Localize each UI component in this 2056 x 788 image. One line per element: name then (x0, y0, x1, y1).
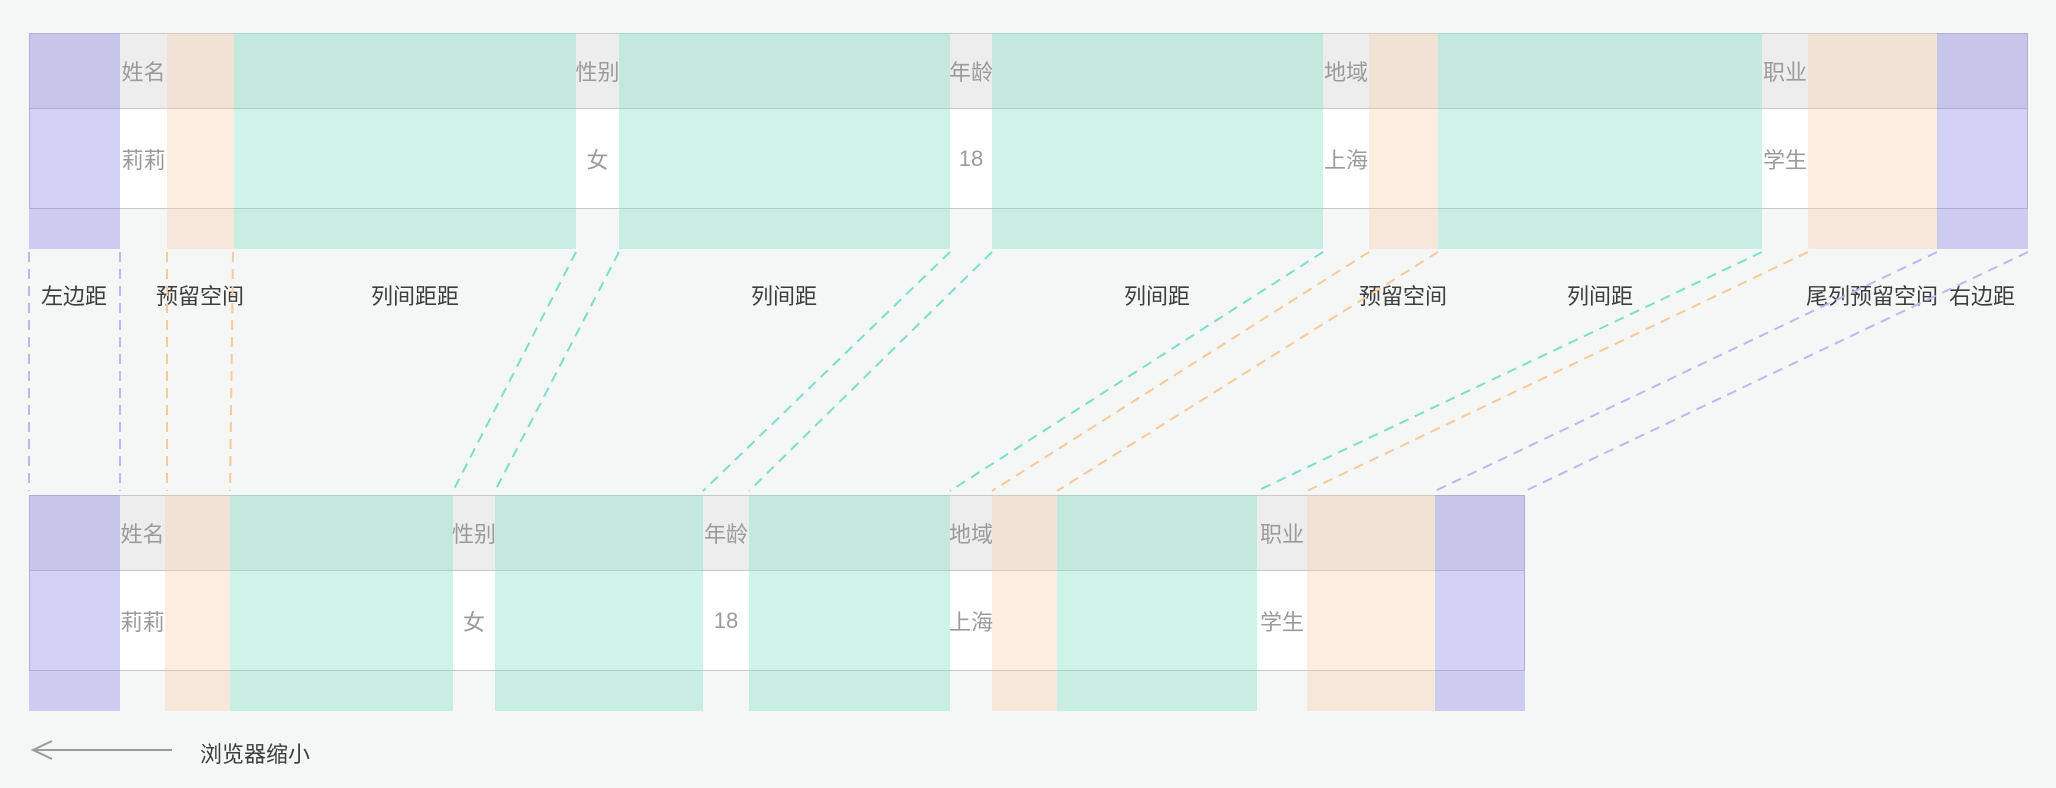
band-column-gap (1057, 495, 1257, 711)
body-cell: 女 (586, 147, 609, 173)
body-cell: 女 (462, 609, 485, 635)
body-cell: 18 (958, 145, 984, 171)
band-column-gap (230, 495, 453, 711)
legend-reserved-space: 预留空间 (1358, 284, 1447, 309)
band-column-gap (992, 33, 1323, 249)
band-tail-reserved-space (1808, 33, 1937, 249)
header-cell: 性别 (575, 59, 620, 85)
header-cell: 年龄 (703, 521, 748, 547)
body-cell: 上海 (949, 609, 994, 635)
header-cell: 年龄 (949, 59, 994, 85)
header-cell: 性别 (452, 521, 497, 547)
band-tail-reserved-space (1307, 495, 1435, 711)
band-right-margin (1435, 495, 1525, 711)
band-column-gap (1438, 33, 1762, 249)
legend-left-margin: 左边距 (40, 284, 107, 309)
band-left-margin (29, 33, 120, 249)
band-reserved-space (165, 495, 230, 711)
legend-column-gap: 列间距 (750, 284, 817, 309)
legend-reserved-space: 预留空间 (155, 284, 244, 309)
header-cell: 地域 (1323, 59, 1368, 85)
band-column-gap (495, 495, 703, 711)
table-wide-header-row (30, 34, 2027, 109)
body-cell: 学生 (1762, 147, 1807, 173)
header-cell: 姓名 (120, 521, 165, 547)
legend-column-gap: 列间距 (1566, 284, 1633, 309)
body-cell: 莉莉 (120, 609, 165, 635)
band-right-margin (1937, 33, 2028, 249)
table-narrow-frame (29, 495, 1525, 671)
band-column-gap (234, 33, 576, 249)
table-wide-frame (29, 33, 2028, 209)
legend-column-gap: 列间距距 (370, 284, 459, 309)
legend-right-margin: 右边距 (1948, 284, 2015, 309)
body-cell: 学生 (1259, 609, 1304, 635)
band-reserved-space (1369, 33, 1438, 249)
band-reserved-space (167, 33, 234, 249)
band-column-gap (619, 33, 950, 249)
header-cell: 地域 (949, 521, 994, 547)
header-cell: 职业 (1259, 521, 1304, 547)
legend-column-gap: 列间距 (1123, 284, 1190, 309)
arrow-left-icon (30, 740, 172, 760)
body-cell: 18 (713, 607, 739, 633)
body-cell: 上海 (1323, 147, 1368, 173)
header-cell: 职业 (1762, 59, 1807, 85)
band-column-gap (749, 495, 950, 711)
band-left-margin (29, 495, 120, 711)
header-cell: 姓名 (121, 59, 166, 85)
body-cell: 莉莉 (121, 147, 166, 173)
band-reserved-space (992, 495, 1057, 711)
browser-shrink-label: 浏览器缩小 (200, 742, 311, 767)
table-narrow-header-row (30, 496, 1524, 571)
